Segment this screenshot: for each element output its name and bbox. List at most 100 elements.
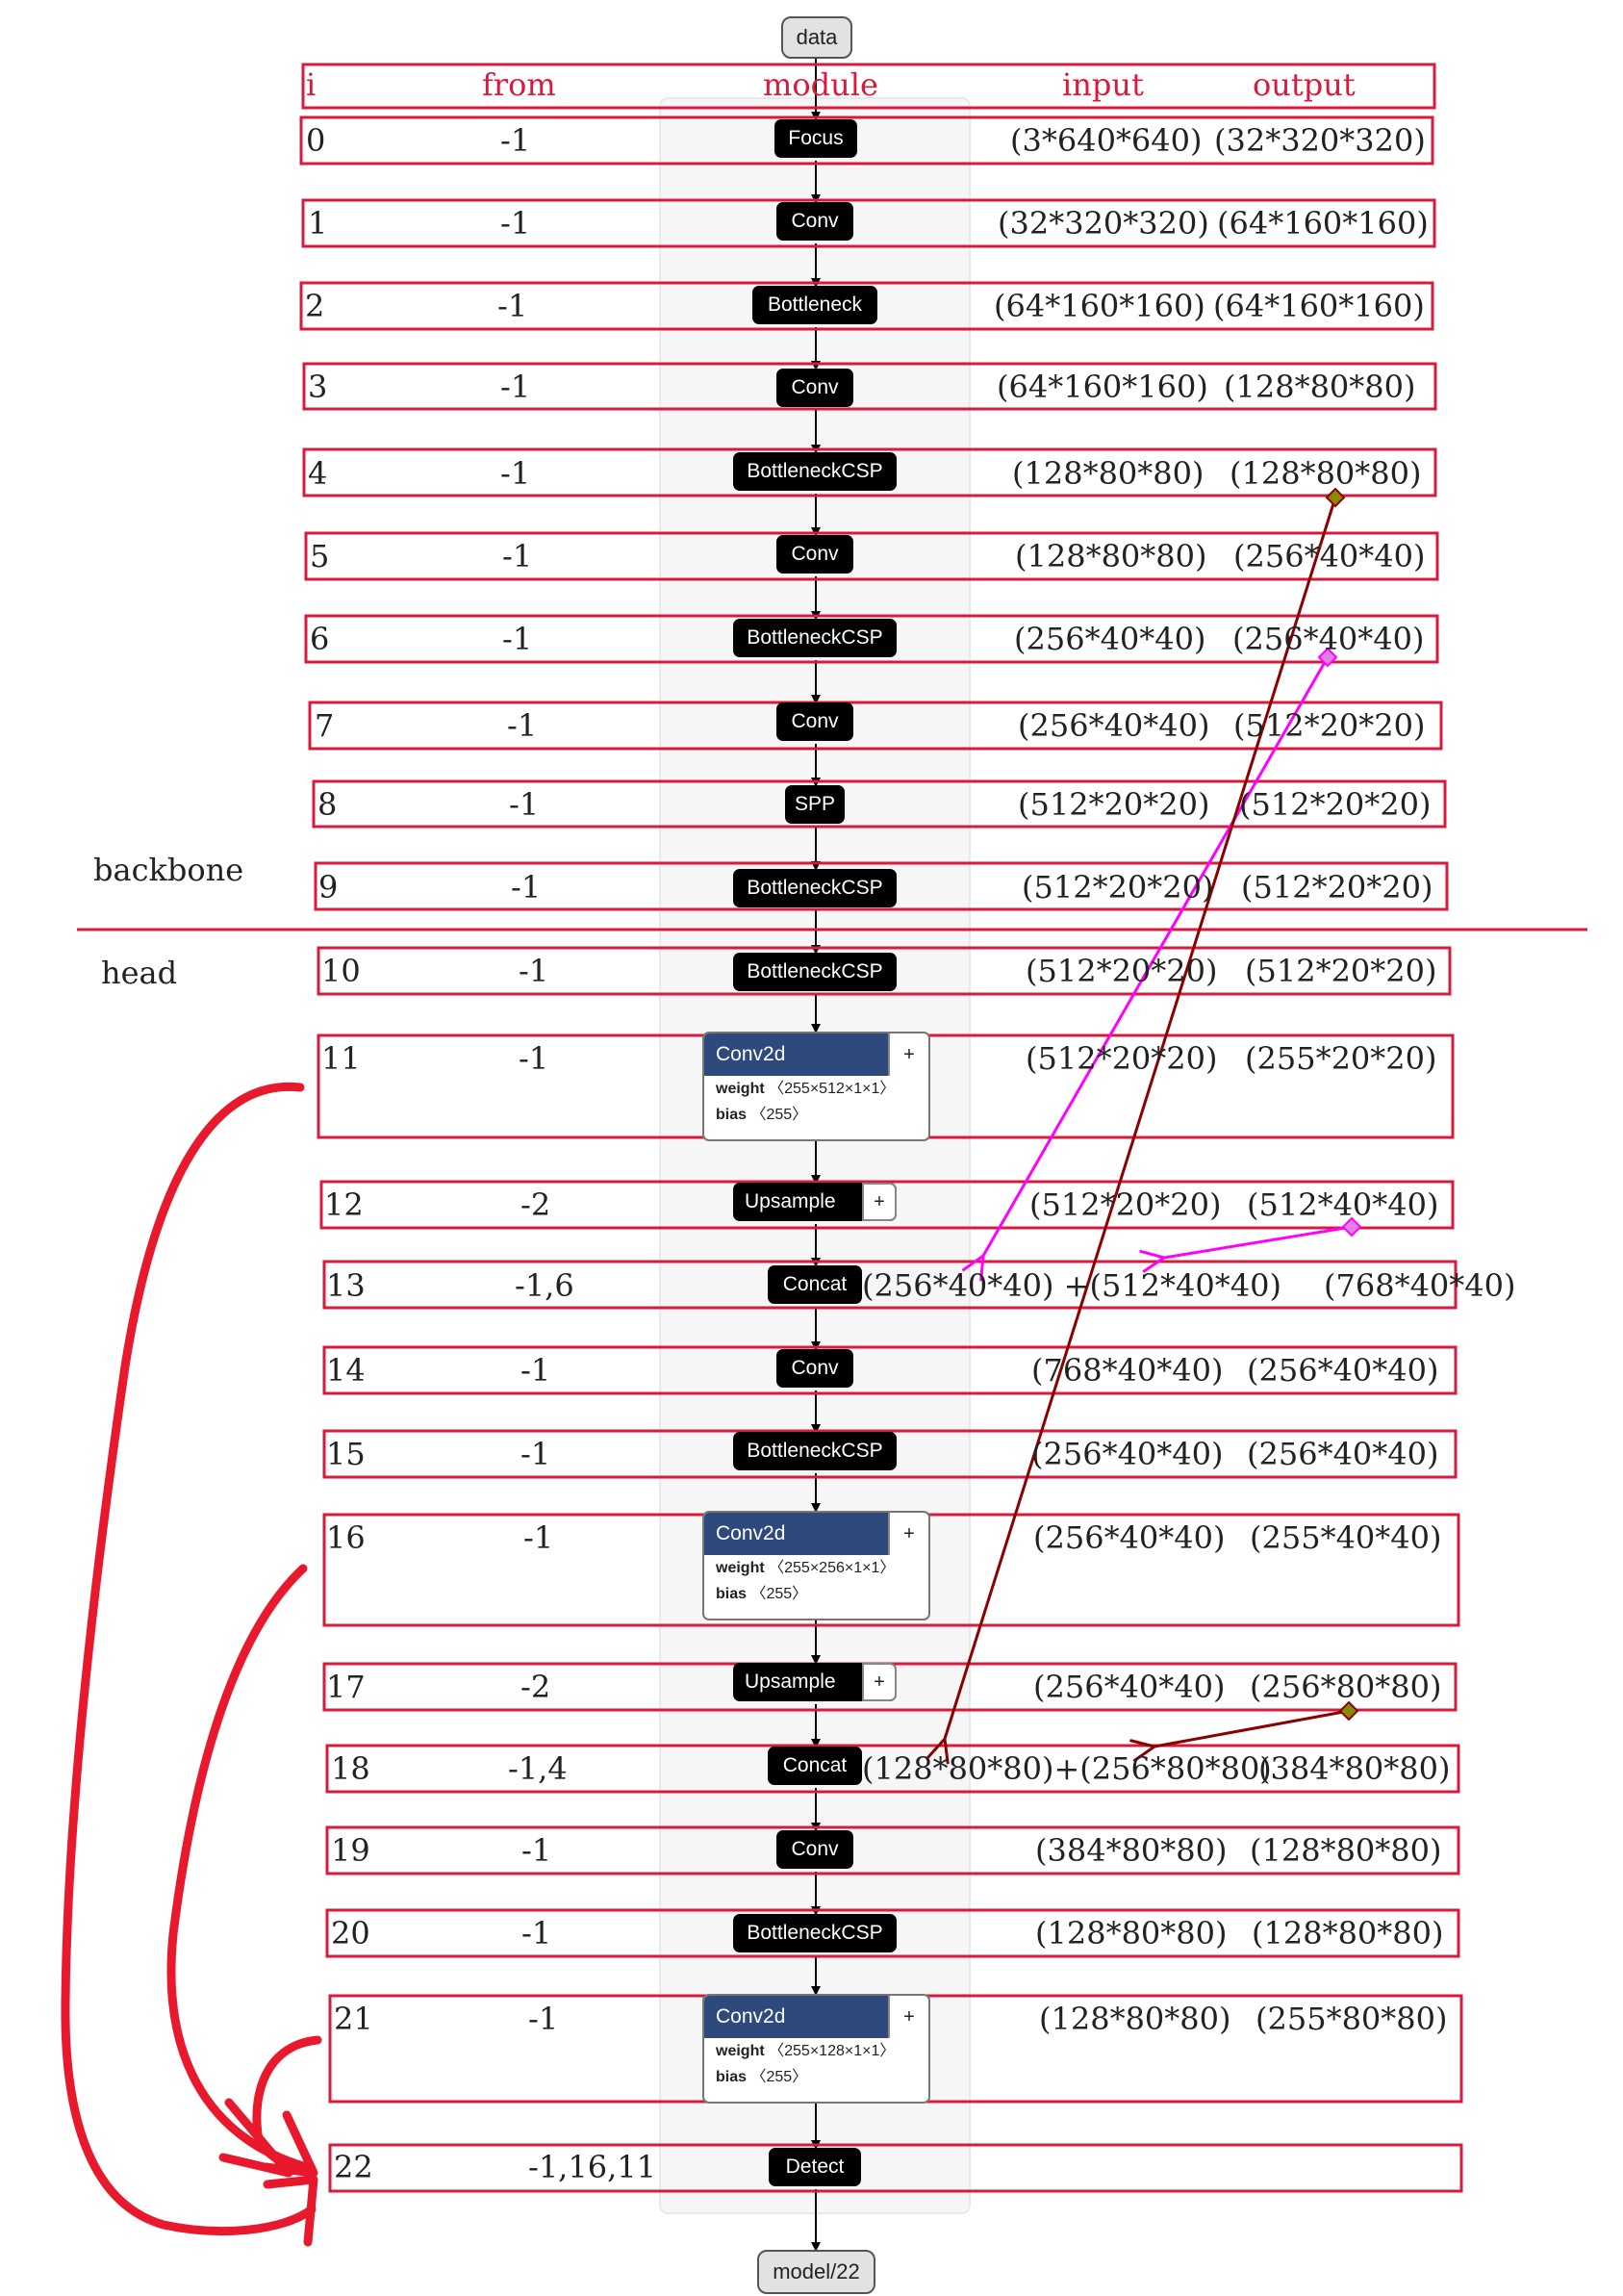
arrowhead [261,2110,318,2178]
layer-from: -1,4 [508,1750,568,1787]
module-node-conv[interactable]: Conv [776,1830,853,1869]
layer-index: 16 [326,1519,366,1556]
expand-button[interactable]: + [888,1513,928,1555]
layer-index: 12 [324,1186,364,1223]
module-node-conv[interactable]: Conv [776,535,853,574]
module-node-focus[interactable]: Focus [774,119,857,158]
module-label: Upsample [745,1671,836,1693]
header-input: input [1062,66,1144,103]
row-box [322,1260,1458,1310]
module-node-bottleneckcsp[interactable]: BottleneckCSP [733,452,897,491]
header-row-box [301,63,1436,110]
skip-connection-arrows [945,487,1362,1747]
header-from: from [482,66,556,103]
module-node-bottleneck[interactable]: Bottleneck [752,286,877,324]
layer-from: -1 [502,538,533,574]
module-node-upsample[interactable]: Upsample + [733,1663,897,1701]
layer-input-shape: (128*80*80) [1035,1915,1228,1952]
module-node-conv2d[interactable]: Conv2d+weight 〈255×256×1×1〉bias 〈255〉 [702,1511,930,1620]
row-box [308,701,1443,751]
row-box [301,198,1436,248]
row-box [304,531,1439,581]
layer-output-shape: (64*160*160) [1217,205,1429,242]
expand-button[interactable]: + [862,1183,897,1221]
output-node-model[interactable]: model/22 [757,2250,875,2294]
header-i: i [306,66,317,103]
module-node-conv[interactable]: Conv [776,1349,853,1388]
layer-output-shape: (255*40*40) [1250,1519,1442,1556]
layer-input-shape: (512*20*20) [1018,786,1210,823]
layer-index: 0 [306,122,326,159]
weight-attribute: weight 〈255×512×1×1〉 [704,1076,928,1102]
layer-output-shape: (64*160*160) [1213,288,1425,324]
module-label: Conv2d [716,1043,786,1065]
expand-button[interactable]: + [862,1663,897,1701]
input-node-data[interactable]: data [781,16,852,59]
module-node-bottleneckcsp[interactable]: BottleneckCSP [733,1914,897,1952]
layer-input-shape: (384*80*80) [1035,1832,1228,1869]
row-box [325,1908,1460,1958]
layer-from: -1 [509,786,540,823]
bias-shape: 〈255〉 [750,1586,808,1602]
module-node-spp[interactable]: SPP [785,785,845,824]
layer-input-shape: (512*20*20) [1026,953,1218,989]
module-node-bottleneckcsp[interactable]: BottleneckCSP [733,953,897,991]
bias-attribute: bias 〈255〉 [704,2064,928,2090]
row-box [328,2143,1463,2193]
layer-index: 3 [308,369,328,405]
row-box [325,1825,1460,1875]
module-node-conv2d[interactable]: Conv2d+weight 〈255×128×1×1〉bias 〈255〉 [702,1994,930,2104]
layer-index: 18 [331,1750,370,1787]
expand-button[interactable]: + [888,1033,928,1076]
module-node-detect[interactable]: Detect [769,2148,861,2186]
module-node-bottleneckcsp[interactable]: BottleneckCSP [733,869,897,907]
module-node-upsample[interactable]: Upsample+ [733,1183,897,1221]
layer-index: 19 [331,1832,370,1869]
row-box [322,1429,1458,1479]
weight-label: weight [716,1560,765,1576]
row-box [299,281,1434,331]
module-node-concat[interactable]: Concat [768,1747,862,1785]
module-node-bottleneckcsp[interactable]: BottleneckCSP [733,1432,897,1470]
magenta-arrow-6-to-13 [983,656,1330,1256]
layer-from: -1 [500,122,531,159]
module-node-conv[interactable]: Conv [776,202,853,241]
darkred-arrow-17-to-18 [1154,1709,1350,1747]
layer-index: 1 [308,205,328,242]
module-node-concat[interactable]: Concat [768,1265,862,1304]
layer-input-shape: (64*160*160) [997,369,1208,405]
layer-index: 6 [310,621,330,657]
expand-button[interactable]: + [888,1996,928,2038]
row-box [312,779,1447,829]
layer-output-shape: (384*80*80) [1258,1750,1451,1787]
layer-from: -1 [519,1040,549,1077]
layer-input-shape: (768*40*40) [1031,1352,1224,1389]
module-node-bottleneckcsp[interactable]: BottleneckCSP [733,619,897,657]
bias-attribute: bias 〈255〉 [704,1102,928,1128]
layer-input-shape: (128*80*80) [1012,455,1205,492]
module-node-conv2d[interactable]: Conv2d +weight 〈255×512×1×1〉bias 〈255〉 [702,1032,930,1141]
layer-output-shape: (256*40*40) [1233,538,1426,574]
section-label-backbone: backbone [93,852,244,888]
layer-input-shape: (3*640*640) [1010,122,1203,159]
layer-from: -1,6 [515,1267,574,1304]
diamond-marker [1341,1216,1362,1237]
layer-input-shape: (64*160*160) [994,288,1205,324]
layer-output-shape: (32*320*320) [1214,122,1426,159]
module-node-conv[interactable]: Conv [776,369,853,407]
layer-output-shape: (255*80*80) [1255,2001,1448,2037]
layer-input-shape: (256*40*40) +(512*40*40) [862,1267,1281,1304]
layer-from: -1 [521,1915,552,1952]
weight-shape: 〈255×256×1×1〉 [769,1560,896,1576]
layer-from: -1 [497,288,528,324]
diamond-marker [1338,1700,1359,1722]
row-box [314,861,1449,911]
bias-label: bias [716,2069,748,2085]
module-node-conv[interactable]: Conv [776,702,853,741]
layer-input-shape: (256*40*40) [1018,707,1210,744]
conv2d-header: Conv2d + [704,1033,928,1076]
layer-from: -1 [523,1519,554,1556]
row-box [299,115,1434,166]
layer-index: 15 [326,1436,366,1472]
layer-index: 13 [326,1267,366,1304]
